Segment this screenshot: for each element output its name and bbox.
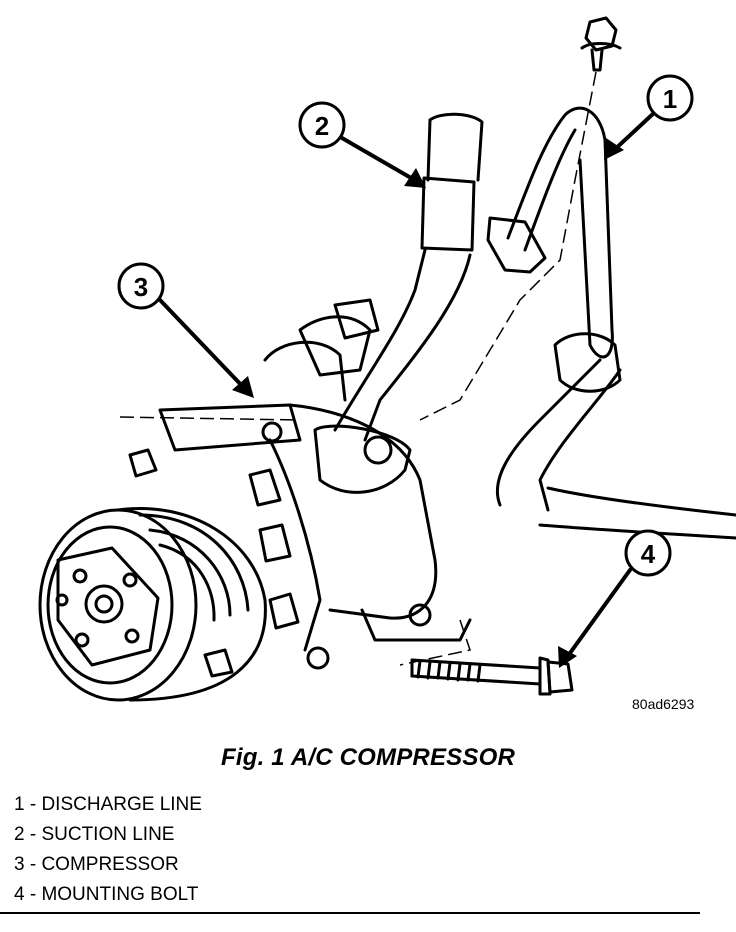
callout-4-number: 4 (641, 539, 656, 569)
discharge-line (486, 106, 736, 540)
suction-line (313, 112, 484, 494)
compressor-body (128, 298, 472, 678)
legend-item-mounting-bolt: 4 - MOUNTING BOLT (14, 884, 199, 905)
compressor-illustration: 1 2 3 4 80ad6293 (38, 16, 736, 712)
callout-1: 1 (646, 74, 694, 122)
callout-2: 2 (298, 101, 346, 149)
callout-3-number: 3 (134, 272, 148, 302)
bracket-bolt (580, 16, 622, 72)
legend-item-discharge-line: 1 - DISCHARGE LINE (14, 794, 202, 815)
figure-caption: Fig. 1 A/C COMPRESSOR (220, 744, 515, 771)
legend-item-compressor: 3 - COMPRESSOR (14, 854, 179, 875)
callout-3: 3 (117, 262, 165, 310)
figure-id-label: 80ad6293 (632, 696, 695, 712)
center-lines (119, 71, 597, 666)
legend-item-suction-line: 2 - SUCTION LINE (14, 824, 175, 845)
callout-2-number: 2 (315, 111, 329, 141)
legend-list: 1 - DISCHARGE LINE 2 - SUCTION LINE 3 - … (14, 790, 202, 910)
clutch-pulley (38, 507, 267, 702)
arrow-heads (232, 138, 624, 668)
callout-4: 4 (624, 529, 672, 577)
leader-arrows (158, 110, 657, 662)
bottom-divider (0, 912, 700, 914)
callout-1-number: 1 (663, 84, 677, 114)
mounting-bolt (410, 656, 574, 696)
